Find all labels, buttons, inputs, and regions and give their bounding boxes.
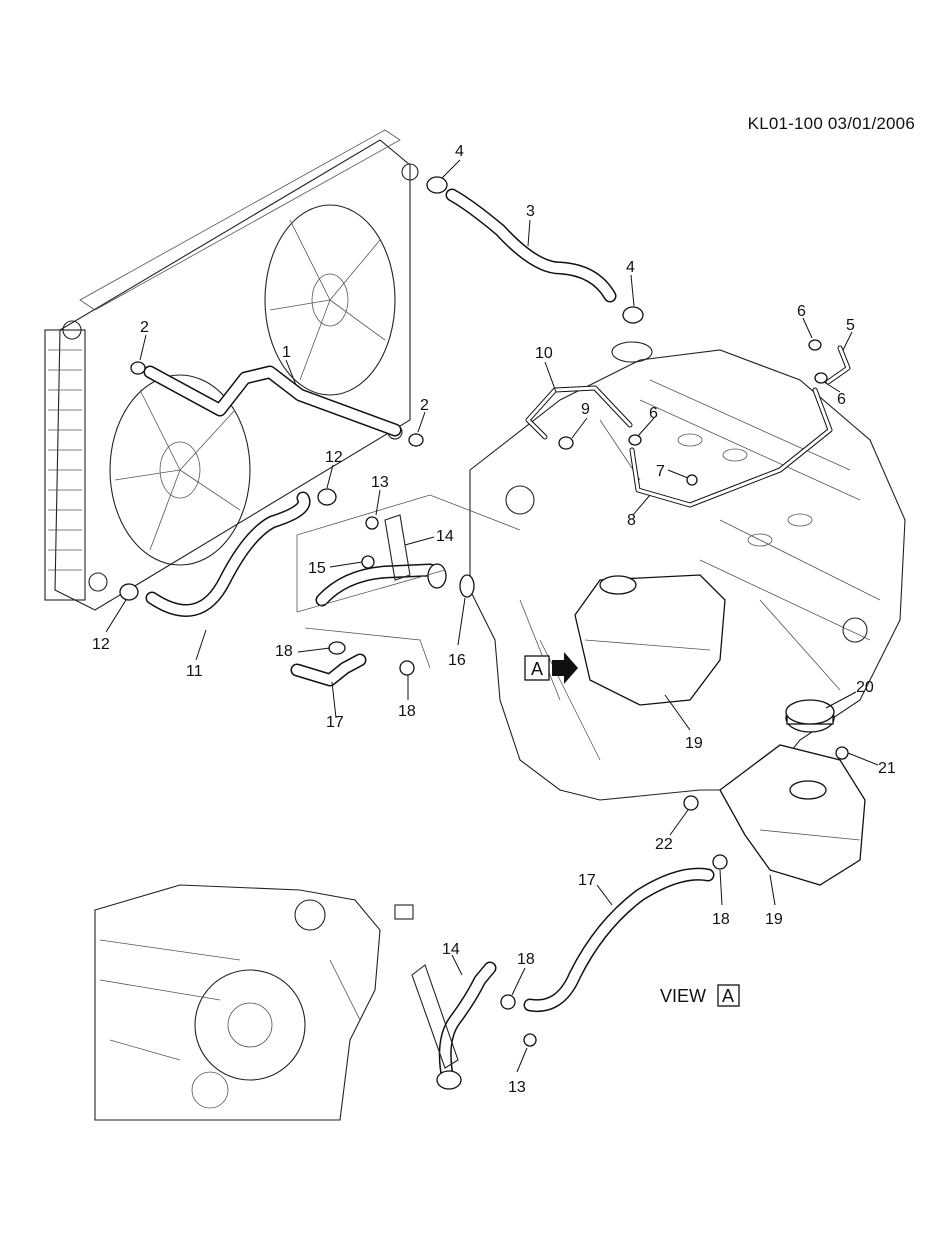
view-a-marker: A xyxy=(524,652,578,684)
callout-16: 16 xyxy=(448,652,466,669)
engine-block xyxy=(469,341,906,801)
callout-1: 1 xyxy=(282,344,291,361)
callout-12a: 12 xyxy=(325,449,343,466)
callout-18d: 18 xyxy=(517,951,535,968)
view-a-label: VIEW A xyxy=(660,984,740,1007)
engine-view-a xyxy=(94,884,414,1121)
callout-7: 7 xyxy=(656,463,665,480)
callout-14a: 14 xyxy=(436,528,454,545)
callout-5: 5 xyxy=(846,317,855,334)
hoses xyxy=(143,188,851,1013)
callout-6a: 6 xyxy=(797,303,806,320)
coolant-reservoir-exploded xyxy=(719,699,866,886)
callout-22: 22 xyxy=(655,836,673,853)
callout-18b: 18 xyxy=(398,703,416,720)
diagram-code-date: KL01-100 03/01/2006 xyxy=(747,114,915,133)
callout-11: 11 xyxy=(186,663,203,680)
callout-14b: 14 xyxy=(442,941,460,958)
callout-3: 3 xyxy=(526,203,535,220)
coolant-reservoir-installed xyxy=(574,574,726,706)
callout-13a: 13 xyxy=(371,474,389,491)
section-guides xyxy=(296,494,521,669)
callout-4a: 4 xyxy=(455,143,464,160)
callout-4b: 4 xyxy=(626,259,635,276)
hose-5 xyxy=(825,345,851,385)
callout-8: 8 xyxy=(627,512,636,529)
callout-2b: 2 xyxy=(420,397,429,414)
callout-10: 10 xyxy=(535,345,553,362)
view-label-letter: A xyxy=(722,986,734,1006)
callout-21: 21 xyxy=(878,760,896,777)
callout-13b: 13 xyxy=(508,1079,526,1096)
callout-numbers: 1 2 2 3 4 4 5 6 6 6 7 8 9 10 11 12 12 13… xyxy=(92,143,896,1096)
callout-6b: 6 xyxy=(837,391,846,408)
callout-19a: 19 xyxy=(685,735,703,752)
radiator-fan-assembly xyxy=(44,129,419,611)
callout-20: 20 xyxy=(856,679,874,696)
pipe-14-view-a xyxy=(411,961,497,1090)
callout-17a: 17 xyxy=(326,714,344,731)
callout-18c: 18 xyxy=(712,911,730,928)
clamps-fasteners xyxy=(119,176,849,1047)
callout-9: 9 xyxy=(581,401,590,418)
leader-lines xyxy=(105,159,879,1073)
view-label-text: VIEW xyxy=(660,986,706,1006)
callout-17b: 17 xyxy=(578,872,596,889)
pipe-14-installed xyxy=(315,514,447,607)
callout-6c: 6 xyxy=(649,405,658,422)
callout-15: 15 xyxy=(308,560,326,577)
view-marker-letter: A xyxy=(531,659,543,679)
callout-2a: 2 xyxy=(140,319,149,336)
callout-19b: 19 xyxy=(765,911,783,928)
callout-12b: 12 xyxy=(92,636,110,653)
callout-18a: 18 xyxy=(275,643,293,660)
